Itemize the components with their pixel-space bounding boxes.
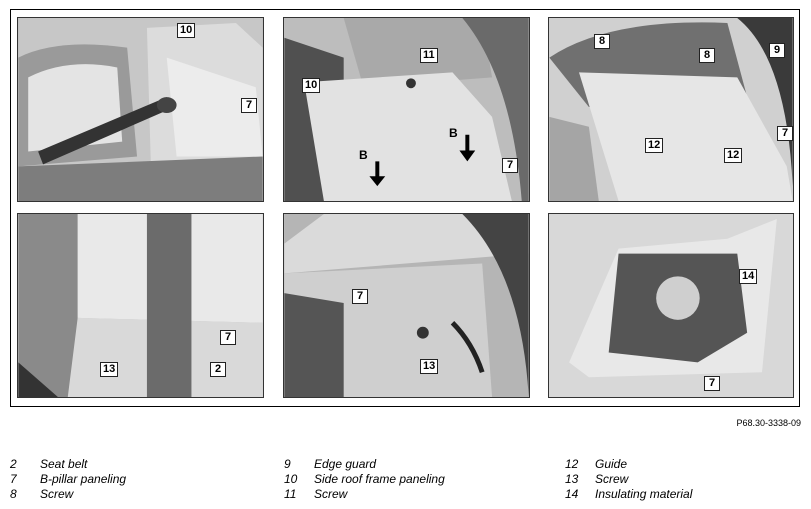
figure-frame bbox=[10, 9, 800, 407]
legend-item: 13 Screw bbox=[565, 472, 629, 486]
photo-panel-2: 11 10 B B 7 bbox=[283, 17, 530, 202]
figure-reference: P68.30-3338-09 bbox=[736, 418, 801, 428]
callout-7: 7 bbox=[220, 330, 236, 345]
photo-panel-1: 10 7 bbox=[17, 17, 264, 202]
callout-12-right: 12 bbox=[724, 148, 743, 163]
legend-item: 9 Edge guard bbox=[284, 457, 377, 471]
callout-13: 13 bbox=[100, 362, 119, 377]
photo-panel-4: 7 13 2 bbox=[17, 213, 264, 398]
callout-10: 10 bbox=[177, 23, 196, 38]
panel-5-illustration bbox=[284, 214, 529, 397]
callout-7: 7 bbox=[777, 126, 793, 141]
arrow-label-b-right: B bbox=[449, 126, 458, 140]
callout-7: 7 bbox=[241, 98, 257, 113]
callout-7: 7 bbox=[502, 158, 518, 173]
legend-item: 14 Insulating material bbox=[565, 487, 693, 501]
callout-9: 9 bbox=[769, 43, 785, 58]
legend: 2 Seat belt 7 B-pillar paneling 8 Screw … bbox=[10, 457, 800, 505]
panel-3-illustration bbox=[549, 18, 793, 201]
photo-panel-5: 7 13 bbox=[283, 213, 530, 398]
photo-panel-6: 14 7 bbox=[548, 213, 794, 398]
callout-13: 13 bbox=[420, 359, 439, 374]
callout-8-left: 8 bbox=[594, 34, 610, 49]
legend-item: 8 Screw bbox=[10, 487, 74, 501]
panel-1-illustration bbox=[18, 18, 263, 201]
panel-4-illustration bbox=[18, 214, 263, 397]
callout-11: 11 bbox=[420, 48, 438, 63]
legend-item: 7 B-pillar paneling bbox=[10, 472, 127, 486]
panel-6-illustration bbox=[549, 214, 793, 397]
callout-8-right: 8 bbox=[699, 48, 715, 63]
panel-2-illustration bbox=[284, 18, 529, 201]
callout-12-left: 12 bbox=[645, 138, 664, 153]
callout-7: 7 bbox=[704, 376, 720, 391]
legend-item: 10 Side roof frame paneling bbox=[284, 472, 445, 486]
legend-item: 12 Guide bbox=[565, 457, 628, 471]
arrow-label-b-left: B bbox=[359, 148, 368, 162]
callout-2: 2 bbox=[210, 362, 226, 377]
legend-item: 11 Screw bbox=[284, 487, 348, 501]
callout-7: 7 bbox=[352, 289, 368, 304]
callout-10: 10 bbox=[302, 78, 321, 93]
callout-14: 14 bbox=[739, 269, 758, 284]
legend-item: 2 Seat belt bbox=[10, 457, 88, 471]
photo-panel-3: 8 8 9 7 12 12 bbox=[548, 17, 794, 202]
arrow-icons bbox=[369, 134, 476, 187]
